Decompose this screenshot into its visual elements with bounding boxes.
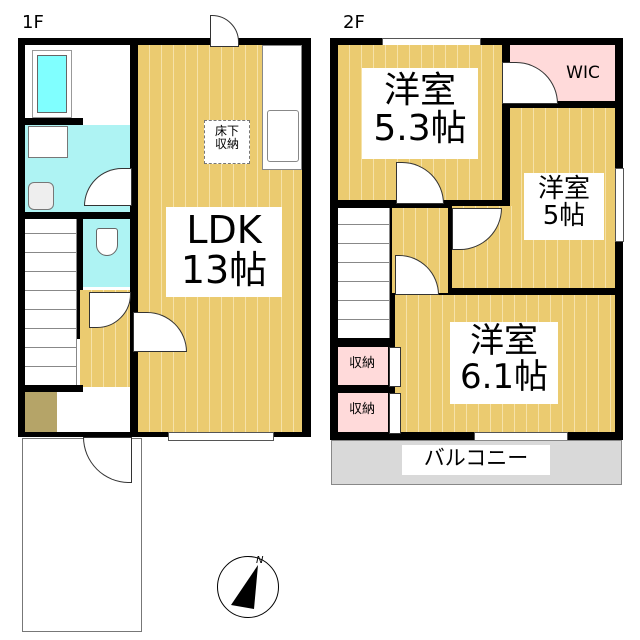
wall bbox=[25, 118, 83, 125]
storage-1-door[interactable] bbox=[389, 347, 401, 387]
room-size: 13帖 bbox=[180, 247, 268, 292]
bath-floor-tile bbox=[75, 45, 130, 117]
bathtub bbox=[32, 50, 72, 118]
wall bbox=[25, 385, 83, 392]
storage-1-label: 収納 bbox=[341, 357, 383, 371]
entrance bbox=[58, 392, 130, 432]
wic-label: WIC bbox=[556, 62, 610, 89]
washing-machine-space bbox=[28, 126, 68, 158]
room-size: 5帖 bbox=[542, 201, 586, 232]
room-name: 洋室 bbox=[383, 70, 456, 111]
kitchen-counter bbox=[262, 45, 302, 170]
wall bbox=[77, 219, 83, 339]
room-name: LDK bbox=[186, 208, 262, 252]
room-5-window bbox=[615, 168, 624, 242]
underfloor-storage-label: 床下 bbox=[214, 124, 239, 138]
back-door[interactable] bbox=[210, 15, 239, 47]
compass-north-label: N bbox=[256, 555, 264, 566]
underfloor-storage-label: 収納 bbox=[214, 136, 239, 151]
balcony-label: バルコニー bbox=[402, 445, 550, 475]
wall bbox=[25, 212, 130, 219]
storage-2[interactable]: 収納 bbox=[338, 393, 388, 432]
storage-2-label: 収納 bbox=[341, 403, 383, 417]
wall bbox=[338, 385, 395, 392]
floor-label-1f: 1F bbox=[22, 12, 44, 33]
underfloor-storage: 床下収納 bbox=[204, 120, 250, 164]
room-name: 洋室 bbox=[470, 321, 538, 361]
wall bbox=[338, 338, 395, 346]
toilet bbox=[96, 228, 118, 256]
1f-stairs[interactable] bbox=[25, 219, 77, 385]
ldk-window bbox=[168, 432, 274, 441]
2f-stairs[interactable] bbox=[338, 208, 390, 338]
room-size: 6.1帖 bbox=[459, 356, 549, 397]
floor-label-2f: 2F bbox=[343, 12, 365, 33]
compass: N bbox=[217, 555, 279, 618]
storage-1[interactable]: 収納 bbox=[338, 347, 388, 385]
entry-porch bbox=[22, 438, 142, 632]
room-size: 5.3帖 bbox=[373, 107, 467, 149]
compass-arrow-icon bbox=[231, 565, 258, 609]
kitchen-sink bbox=[267, 110, 299, 162]
wash-basin bbox=[28, 182, 54, 210]
storage-2-door[interactable] bbox=[389, 393, 401, 434]
shoe-box bbox=[25, 392, 57, 432]
room-name: 洋室 bbox=[537, 174, 590, 204]
